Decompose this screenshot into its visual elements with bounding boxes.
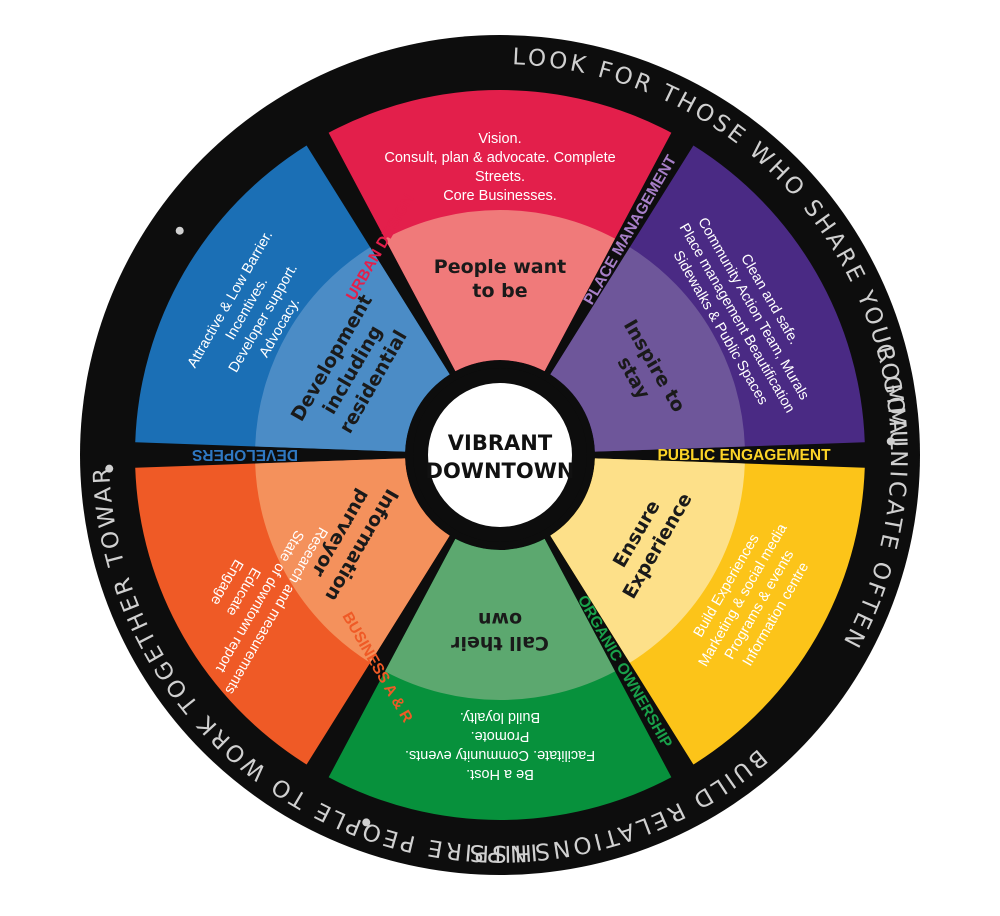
- segment-people-inner: [384, 210, 616, 372]
- segment-development-inner: [255, 247, 450, 452]
- segment-own-outer-text-line: Be a Host.: [466, 766, 534, 782]
- segment-people-inner-text-line: People want: [434, 256, 566, 278]
- segment-own-inner: [384, 538, 616, 700]
- segment-development: [135, 145, 450, 452]
- segment-experience-inner: [550, 458, 745, 663]
- segment-people-outer-text-line: Vision.: [478, 131, 521, 147]
- segment-experience: [550, 458, 865, 765]
- ring-separator-dot: [175, 226, 184, 235]
- segment-own-inner-text-line: own: [478, 608, 522, 630]
- segment-people-outer-text: Vision. Consult, plan & advocate. Complet…: [384, 131, 615, 204]
- segment-own-outer-text-line: Build loyalty.: [460, 709, 540, 725]
- segment-own: [328, 538, 672, 820]
- center-title-line2: DOWNTOWN: [426, 459, 575, 483]
- segment-inspire: [550, 145, 865, 452]
- ring-separator-dot: [886, 437, 895, 446]
- segment-own-outer-text-line: Promote.: [471, 728, 530, 744]
- segment-inspire-inner: [550, 247, 745, 452]
- category-public-engagement: PUBLIC ENGAGEMENT: [657, 447, 831, 464]
- segment-people-outer-text-line: Consult, plan & advocate. Complete: [384, 150, 615, 166]
- segment-own-inner-text-line: Call their: [450, 632, 548, 654]
- center-hub: [428, 383, 572, 527]
- segment-info-inner: [255, 458, 450, 663]
- category-developers: DEVELOPERS: [192, 446, 298, 463]
- segment-people-inner-text-line: to be: [472, 280, 527, 302]
- ring-separator-dot: [362, 818, 371, 827]
- segment-people-outer-text-line: Streets.: [475, 169, 525, 185]
- ring-separator-dot: [105, 464, 114, 473]
- center-title-line1: VIBRANT: [448, 431, 553, 455]
- segment-own-outer-text-line: Facilitate. Community events.: [405, 747, 595, 763]
- segment-people: [328, 89, 672, 372]
- segment-people-outer-text-line: Core Businesses.: [443, 188, 557, 204]
- segment-own-outer-text: Be a Host. Facilitate. Community events. P…: [405, 709, 595, 782]
- segment-info: [135, 458, 450, 765]
